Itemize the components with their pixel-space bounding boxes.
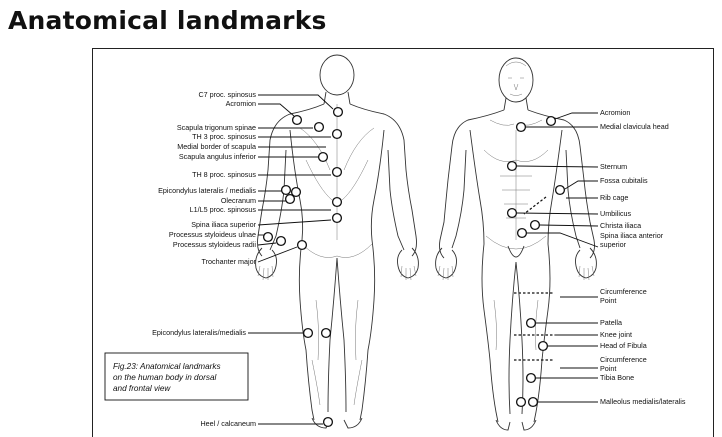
label-l1l5: L1/L5 proc. spinosus xyxy=(190,205,257,214)
marker-styloideus-radii xyxy=(275,235,287,247)
marker-acromion-frontal xyxy=(545,115,557,127)
label-fibula: Head of Fibula xyxy=(600,341,647,350)
marker-scapula-angulus xyxy=(317,151,329,163)
label-clavicula: Medial clavicula head xyxy=(600,122,669,131)
dorsal-markers xyxy=(262,106,344,428)
label-spina-iliaca-superior: Spina iliaca superior xyxy=(191,220,256,229)
marker-epicondylus-medialis xyxy=(290,186,302,198)
label-rib-cage: Rib cage xyxy=(600,193,628,202)
frontal-markers xyxy=(506,115,566,408)
label-spina-anterior: Spina iliaca anterior xyxy=(600,231,664,240)
marker-epicondylus-lateralis xyxy=(280,184,292,196)
dorsal-leaders xyxy=(248,94,334,425)
marker-knee-lateral xyxy=(302,327,314,339)
marker-umbilicus xyxy=(506,207,518,219)
label-th8: TH 8 proc. spinosus xyxy=(192,170,256,179)
label-acromion-frontal: Acromion xyxy=(600,108,630,117)
label-patella: Patella xyxy=(600,318,622,327)
marker-malleolus-medialis xyxy=(515,396,527,408)
label-epicondylus-knee: Epicondylus lateralis/medialis xyxy=(152,328,246,337)
marker-trochanter xyxy=(296,239,308,251)
marker-c7 xyxy=(332,106,344,118)
label-knee-joint: Knee joint xyxy=(600,330,632,339)
marker-spina-anterior xyxy=(516,227,528,239)
marker-l1 xyxy=(331,196,343,208)
label-circumference-1: Circumference xyxy=(600,287,647,296)
label-umbilicus: Umbilicus xyxy=(600,209,632,218)
label-fossa: Fossa cubitalis xyxy=(600,176,648,185)
dorsal-labels: C7 proc. spinosus Acromion Scapula trigo… xyxy=(152,90,256,428)
label-tibia: Tibia Bone xyxy=(600,373,634,382)
label-circumference-2: Circumference xyxy=(600,355,647,364)
frontal-labels: Acromion Medial clavicula head Sternum F… xyxy=(600,108,686,406)
marker-olecranum xyxy=(284,193,296,205)
caption-line-1: Fig.23: Anatomical landmarks xyxy=(113,362,221,371)
label-circumference-2-point: Point xyxy=(600,364,616,373)
label-styloideus-radii: Processus styloideus radii xyxy=(173,240,256,249)
page-title: Anatomical landmarks xyxy=(8,6,327,35)
marker-scapula-trigonum xyxy=(313,121,325,133)
marker-clavicula xyxy=(515,121,527,133)
caption-box: Fig.23: Anatomical landmarks on the huma… xyxy=(104,352,249,401)
label-malleolus: Malleolus medialis/lateralis xyxy=(600,397,686,406)
marker-christa xyxy=(529,219,541,231)
marker-th3 xyxy=(331,128,343,140)
label-scapula-angulus: Scapula angulus inferior xyxy=(179,152,257,161)
label-styloideus-ulnae: Processus styloideus ulnae xyxy=(169,230,256,239)
label-scapula-trigonum: Scapula trigonum spinae xyxy=(177,123,256,132)
frontal-leaders xyxy=(514,112,599,403)
marker-malleolus-lateralis xyxy=(527,396,539,408)
label-th3: TH 3 proc. spinosus xyxy=(192,132,256,141)
marker-l5 xyxy=(331,212,343,224)
marker-tibia xyxy=(525,372,537,384)
label-c7: C7 proc. spinosus xyxy=(198,90,256,99)
marker-fibula xyxy=(537,340,549,352)
label-trochanter: Trochanter major xyxy=(202,257,257,266)
label-medial-border: Medial border of scapula xyxy=(177,142,256,151)
marker-patella xyxy=(525,317,537,329)
marker-knee-medial xyxy=(320,327,332,339)
label-epicondylus-elbow: Epicondylus lateralis / medialis xyxy=(158,186,256,195)
marker-heel xyxy=(322,416,334,428)
label-christa: Christa iliaca xyxy=(600,221,641,230)
marker-th8 xyxy=(331,166,343,178)
label-acromion-dorsal: Acromion xyxy=(226,99,256,108)
label-sternum: Sternum xyxy=(600,162,627,171)
marker-acromion-dorsal xyxy=(291,114,303,126)
label-circumference-1-point: Point xyxy=(600,296,616,305)
label-heel: Heel / calcaneum xyxy=(200,419,256,428)
frontal-body-outline xyxy=(435,57,597,431)
label-olecranum: Olecranum xyxy=(221,196,256,205)
marker-fossa xyxy=(554,184,566,196)
caption-line-3: and frontal view xyxy=(113,384,171,393)
marker-styloideus-ulnae xyxy=(262,231,274,243)
label-spina-anterior-2: superior xyxy=(600,240,627,249)
marker-sternum xyxy=(506,160,518,172)
caption-line-2: on the human body in dorsal xyxy=(113,373,217,382)
